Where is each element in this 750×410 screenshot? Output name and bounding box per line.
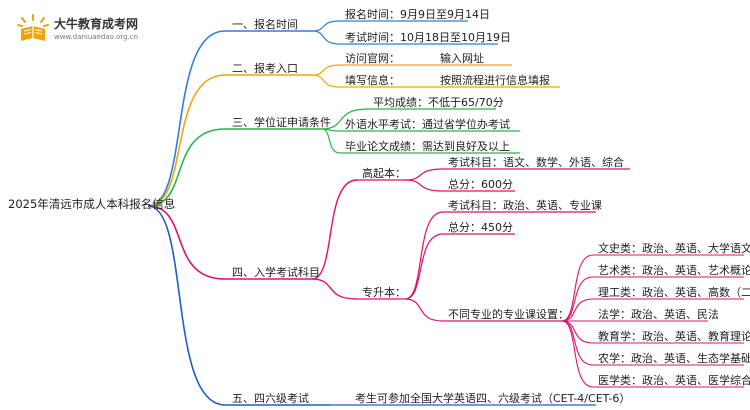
sub-major-courses: 不同专业的专业课设置： [448,308,569,321]
leaf-foreign-language: 外语水平考试：通过省学位办考试 [345,118,510,131]
leaf-major-arts: 艺术类：政治、英语、艺术概论 [598,264,750,277]
root-node: 2025年清远市成人本科报名信息 [8,197,176,211]
connector-branch-1 [147,30,226,207]
connector-major-2 [561,276,594,322]
branch-apply-entry: 二、报考入口 [232,62,298,75]
leaf-zsb-subjects: 考试科目：政治、英语、专业课 [448,199,602,212]
connector-zsb-total [404,233,444,300]
leaf-thesis-score: 毕业论文成绩：需达到良好及以上 [345,140,510,153]
connector-zsb-subjects [404,211,444,300]
sub-college-to-bachelor: 专升本： [362,286,406,299]
leaf-major-education: 教育学：政治、英语、教育理论 [598,330,750,343]
connector-major-5 [561,320,594,344]
leaf-zsb-total: 总分：450分 [448,221,513,234]
branch-entrance-subjects: 四、入学考试科目 [232,266,320,279]
connector-major-1 [561,254,594,322]
leaf-major-humanities: 文史类：政治、英语、大学语文 [598,242,750,255]
connector-b2-leaf-2 [311,74,341,88]
leaf-exam-date: 考试时间：10月18日至10月19日 [345,31,511,44]
connector-b1-leaf-2 [311,30,341,45]
connector-b1-leaf-1 [311,20,341,32]
leaf-gqb-total: 总分：600分 [448,178,513,191]
leaf-gqb-subjects: 考试科目：语文、数学、外语、综合 [448,156,624,169]
connector-branch-5 [147,205,226,406]
site-logo[interactable]: 大牛教育成考网 www.daniuaedao.org.cn [16,12,139,48]
sub-high-to-bachelor: 高起本： [362,167,406,180]
leaf-cet-info: 考生可参加全国大学英语四、六级考试（CET-4/CET-6） [355,392,631,405]
connector-branch-2 [147,74,226,207]
leaf-major-science: 理工类：政治、英语、高数（二） [598,286,750,299]
leaf-fill-info-label: 填写信息： [345,74,400,87]
book-logo-icon [17,14,49,41]
leaf-fill-info-value: 按照流程进行信息填报 [440,74,550,87]
leaf-visit-site-label: 访问官网： [345,52,400,65]
leaf-major-agriculture: 农学：政治、英语、生态学基础 [598,352,750,365]
branch-registration-time: 一、报名时间 [232,18,298,31]
connector-b4-gqb [311,179,358,280]
logo-name: 大牛教育成考网 [54,17,139,31]
leaf-average-score: 平均成绩：不低于65/70分 [373,96,504,109]
connector-b4-zsb [311,278,358,300]
connector-branch-4 [147,205,226,280]
connector-b3-leaf-1 [321,108,369,130]
connector-b2-leaf-1 [311,64,341,76]
logo-url: www.daniuaedao.org.cn [54,33,139,41]
connector-branch-3 [147,128,226,207]
connector-gqb-total [404,179,444,192]
branch-degree-conditions: 三、学位证申请条件 [232,116,331,129]
leaf-major-medicine: 医学类：政治、英语、医学综合 [598,374,750,387]
leaf-registration-date: 报名时间：9月9日至9月14日 [345,8,490,21]
leaf-major-law: 法学：政治、英语、民法 [598,308,719,321]
leaf-visit-site-value: 输入网址 [440,52,484,65]
connector-zsb-major [404,298,444,322]
branch-cet-exam: 五、四六级考试 [232,392,309,405]
connector-gqb-subjects [404,168,444,181]
connector-major-7 [561,320,594,388]
connector-b3-leaf-3 [321,128,341,154]
connector-major-3 [561,298,594,322]
